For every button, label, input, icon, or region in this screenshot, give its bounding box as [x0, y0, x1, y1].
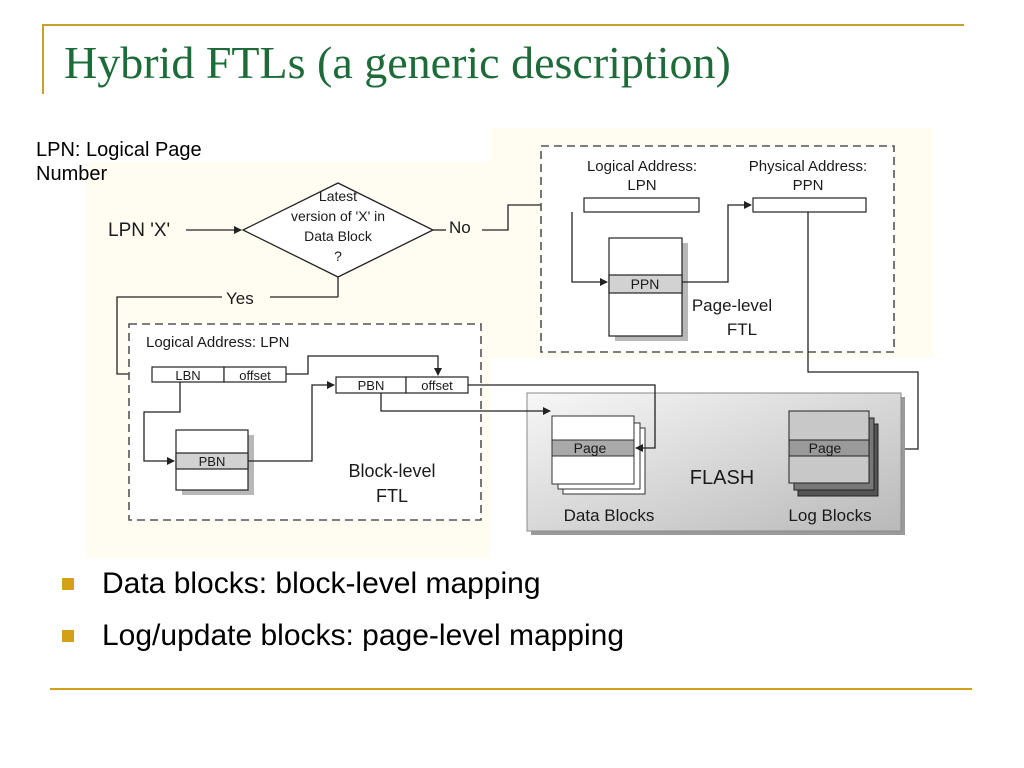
- lbn-label: LBN: [175, 368, 200, 383]
- pbn-offset-label: offset: [421, 378, 453, 393]
- page-level-physical-header-2: PPN: [793, 177, 824, 194]
- lpn-to-table-arrow: [571, 212, 608, 286]
- data-blocks-label: Data Blocks: [564, 506, 655, 525]
- bullet-item: Log/update blocks: page-level mapping: [62, 616, 624, 668]
- bullet-text: Log/update blocks: page-level mapping: [102, 619, 625, 652]
- page-level-ftl-box: [540, 145, 895, 353]
- log-blocks-label: Log Blocks: [788, 506, 871, 525]
- ppn-to-physical-arrow: [682, 201, 752, 283]
- bullet-square-icon: [62, 630, 74, 642]
- bullet-list: Data blocks: block-level mapping Log/upd…: [62, 564, 624, 668]
- block-level-logical-header: Logical Address: LPN: [146, 334, 289, 351]
- decision-line-3: Data Block: [304, 228, 373, 244]
- lpn-note-line-2: Number: [36, 163, 108, 185]
- data-block-page-label: Page: [574, 440, 607, 456]
- page-level-ppn-entry: [608, 274, 683, 294]
- no-label: No: [449, 218, 471, 237]
- offset-copy-arrow: [286, 355, 442, 376]
- page-level-ftl-name-1: Page-level: [692, 296, 772, 315]
- block-level-pbn-entry-label: PBN: [199, 454, 226, 469]
- decision-line-2: version of 'X' in: [291, 208, 385, 224]
- slide-title: Hybrid FTLs (a generic description): [64, 37, 731, 88]
- page-level-logical-header-2: LPN: [627, 177, 656, 194]
- yes-label: Yes: [226, 289, 254, 308]
- page-level-ppn-entry-label: PPN: [631, 276, 660, 292]
- log-block-page-row: [788, 439, 870, 457]
- bullet-item: Data blocks: block-level mapping: [62, 564, 624, 616]
- page-level-logical-header-1: Logical Address:: [587, 158, 697, 175]
- bullet-square-icon: [62, 578, 74, 590]
- block-level-ftl-name-1: Block-level: [348, 461, 435, 481]
- pbn-label: PBN: [358, 378, 385, 393]
- bullet-text: Data blocks: block-level mapping: [102, 567, 541, 600]
- input-lpn-label: LPN 'X': [108, 220, 170, 241]
- decision-line-4: ?: [334, 248, 342, 264]
- table-to-pbn-arrow: [248, 381, 335, 462]
- pbn-to-data-block-arrow: [380, 393, 551, 415]
- block-level-ftl-name-2: FTL: [376, 486, 408, 506]
- page-level-ppn-field: [752, 197, 867, 213]
- block-level-ftl-box: [128, 323, 482, 521]
- lpn-note-line-1: LPN: Logical Page: [36, 139, 202, 161]
- slide-frame-top: [42, 24, 964, 26]
- lpn-definition-note: LPN: Logical Page Number: [36, 138, 202, 186]
- bottom-rule: [50, 688, 972, 690]
- flash-label: FLASH: [690, 467, 754, 489]
- lbn-offset-label: offset: [239, 368, 271, 383]
- page-level-ftl-name-2: FTL: [727, 320, 757, 339]
- pbn-offset-to-data-page-arrow: [468, 384, 656, 452]
- decision-line-1: Latest: [319, 188, 357, 204]
- data-block-page-row: [551, 439, 635, 457]
- lbn-to-table-arrow: [143, 382, 181, 465]
- page-level-physical-header-1: Physical Address:: [749, 158, 867, 175]
- slide-frame-left: [42, 24, 44, 94]
- page-level-lpn-field: [583, 197, 700, 213]
- log-block-page-label: Page: [809, 440, 842, 456]
